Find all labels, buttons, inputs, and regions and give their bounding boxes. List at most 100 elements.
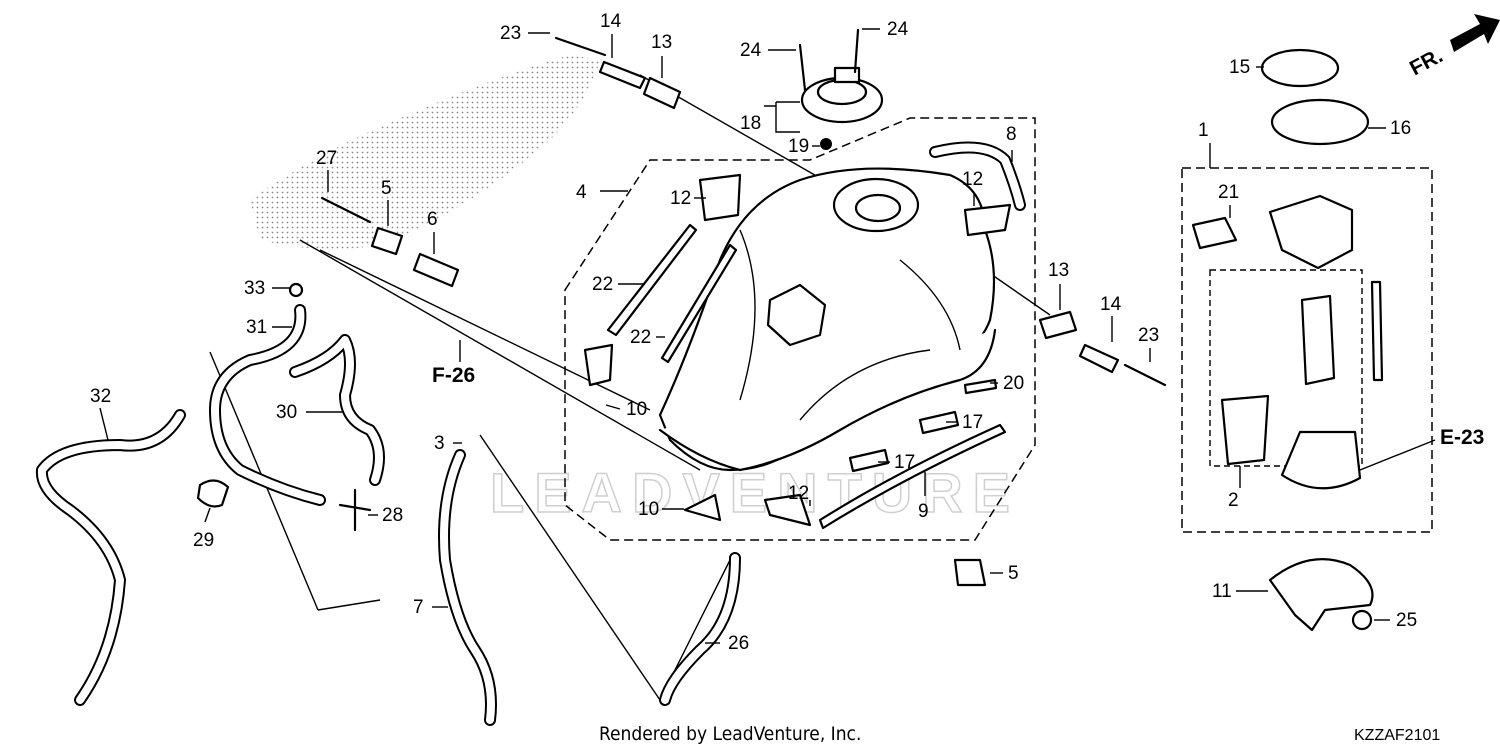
- callout-label[interactable]: 12: [670, 188, 691, 209]
- cushion-10: [583, 343, 614, 387]
- nut-25: [1351, 609, 1373, 631]
- leader-line: [984, 269, 1051, 316]
- leader-line: [479, 434, 661, 701]
- hose-31: [209, 304, 326, 506]
- callout-label[interactable]: 17: [894, 452, 915, 473]
- callout-label[interactable]: 5: [1008, 563, 1019, 584]
- rubber-strip-9: [818, 423, 1007, 530]
- bolt-24: [798, 43, 807, 92]
- seal-ring-15: [1260, 48, 1340, 88]
- callout-label[interactable]: 25: [1396, 610, 1417, 631]
- reference-e23[interactable]: E-23: [1440, 426, 1484, 449]
- hose-30: [289, 334, 385, 486]
- callout-label[interactable]: 28: [382, 505, 403, 526]
- bolt-23: [1123, 363, 1167, 387]
- grommet-13: [642, 76, 682, 110]
- bolt-27: [320, 196, 372, 224]
- filler-cap-top: [816, 78, 868, 106]
- diagram-code: KZZAF2101: [1354, 727, 1440, 744]
- callout-label[interactable]: 13: [651, 32, 672, 53]
- setting-plate-11: [1268, 558, 1374, 632]
- bolt-23: [554, 36, 607, 57]
- collar-6: [412, 252, 460, 288]
- callout-label[interactable]: 22: [592, 274, 613, 295]
- callout-label[interactable]: 9: [918, 501, 929, 522]
- callout-label[interactable]: 23: [500, 23, 521, 44]
- reference-f26[interactable]: F-26: [432, 364, 475, 387]
- callout-label[interactable]: 12: [962, 169, 983, 190]
- stipple-shadow: [250, 55, 600, 249]
- hose-8: [929, 141, 1026, 211]
- leader-line: [299, 239, 701, 471]
- collar-14: [1078, 343, 1120, 374]
- callout-leaders: [99, 28, 1390, 644]
- strip-20: [963, 378, 998, 395]
- pad-17: [848, 448, 890, 473]
- callout-label[interactable]: 6: [427, 209, 438, 230]
- callout-label[interactable]: 29: [193, 530, 214, 551]
- callout-label[interactable]: 17: [962, 412, 983, 433]
- clip-33: [288, 282, 304, 298]
- callout-label[interactable]: 33: [244, 278, 265, 299]
- callout-label[interactable]: 5: [381, 178, 392, 199]
- clamp-29: [196, 479, 230, 508]
- callout-label[interactable]: 24: [740, 40, 762, 61]
- rubber-strip-22: [606, 223, 698, 337]
- pad-17: [918, 410, 960, 435]
- callout-label[interactable]: 14: [600, 11, 622, 32]
- connector-21: [1191, 216, 1238, 250]
- grommet-13: [1038, 310, 1078, 340]
- callout-label[interactable]: 19: [788, 136, 809, 157]
- tank-contour: [739, 229, 961, 421]
- pump-base: [1280, 430, 1362, 490]
- cap-hinge: [833, 66, 861, 84]
- tee-joint-28: [338, 488, 372, 532]
- callout-label[interactable]: 27: [316, 148, 337, 169]
- callout-label[interactable]: 1: [1198, 120, 1209, 141]
- sensor-float: [1370, 280, 1384, 382]
- callout-label[interactable]: 26: [728, 633, 749, 654]
- rubber-strip-22: [660, 243, 738, 364]
- cushion-12: [963, 203, 1012, 237]
- callout-label[interactable]: 3: [434, 433, 445, 454]
- callout-label[interactable]: 8: [1006, 124, 1017, 145]
- watermark: LEADVENTURE: [490, 461, 1020, 524]
- pump-motor: [1300, 294, 1336, 386]
- svg-text:FR.: FR.: [1406, 44, 1447, 80]
- callout-label[interactable]: 15: [1229, 57, 1250, 78]
- fuel-filter-2: [1220, 394, 1270, 466]
- callout-label[interactable]: 23: [1138, 325, 1159, 346]
- callout-label[interactable]: 13: [1048, 260, 1069, 281]
- pump-top: [1268, 194, 1354, 270]
- callout-label[interactable]: 31: [246, 317, 267, 338]
- bolt-24: [853, 28, 860, 74]
- ref-leader: [1359, 439, 1436, 471]
- callout-label[interactable]: 16: [1390, 118, 1411, 139]
- callout-label[interactable]: 18: [740, 113, 761, 134]
- callout-label[interactable]: 14: [1100, 294, 1122, 315]
- callout-label[interactable]: 20: [1003, 373, 1024, 394]
- callout-label[interactable]: 7: [413, 597, 424, 618]
- hose-26: [659, 552, 741, 706]
- callout-label[interactable]: 4: [576, 182, 587, 203]
- leader-line: [317, 599, 381, 611]
- grommet-5: [953, 558, 987, 587]
- filler-inner: [854, 193, 902, 223]
- hose-32: [35, 409, 186, 706]
- callout-label[interactable]: 11: [1212, 581, 1232, 602]
- callout-label[interactable]: 10: [638, 499, 659, 520]
- footer-credit: Rendered by LeadVenture, Inc.: [599, 723, 861, 745]
- drain-plug: [820, 138, 832, 150]
- hose-7: [438, 449, 497, 726]
- callout-label[interactable]: 32: [90, 386, 111, 407]
- collar-14: [598, 60, 647, 90]
- callout-label[interactable]: 2: [1228, 490, 1239, 511]
- callout-label[interactable]: 30: [276, 402, 297, 423]
- callout-label[interactable]: 12: [788, 483, 809, 504]
- callout-label[interactable]: 21: [1218, 182, 1239, 203]
- cushion-10: [683, 493, 722, 522]
- callout-label[interactable]: 24: [887, 19, 909, 40]
- callout-label[interactable]: 22: [630, 327, 651, 348]
- callout-label[interactable]: 10: [626, 399, 647, 420]
- callouts: 1 2 3 4 5 5 6 7 8 9 10 10 11 12 12 12 13…: [90, 11, 1417, 654]
